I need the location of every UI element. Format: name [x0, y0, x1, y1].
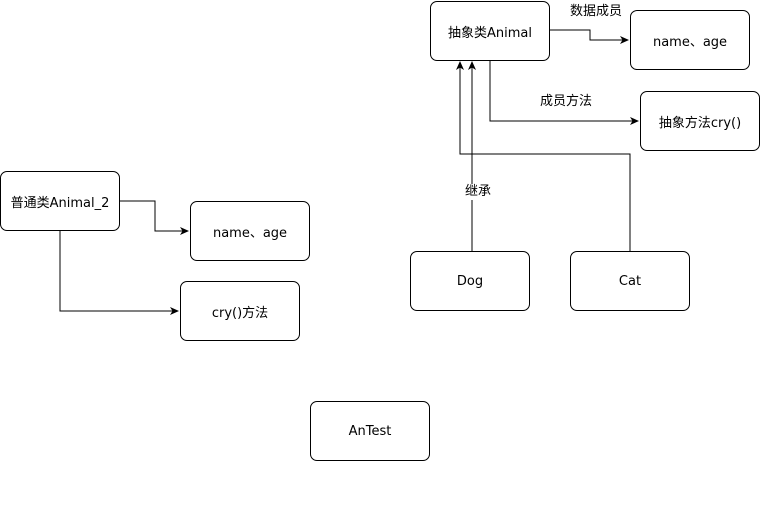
node-antest[interactable]: AnTest: [310, 401, 430, 461]
node-animal-abstract-method[interactable]: 抽象方法cry(): [640, 91, 760, 151]
node-abstract-animal[interactable]: 抽象类Animal: [430, 1, 550, 61]
node-animal2-fields[interactable]: name、age: [190, 201, 310, 261]
edge-animal-to-fields: [550, 29, 629, 44]
label-member-methods: 成员方法: [540, 94, 593, 110]
edge-cat-to-animal: [456, 61, 631, 251]
node-dog[interactable]: Dog: [410, 251, 530, 311]
node-animal2[interactable]: 普通类Animal_2: [0, 171, 120, 231]
edge-animal-to-method: [489, 61, 639, 125]
label-data-members: 数据成员: [570, 4, 623, 20]
node-animal-fields[interactable]: name、age: [630, 10, 750, 70]
label-inherit: 继承: [465, 184, 492, 200]
node-cat[interactable]: Cat: [570, 251, 690, 311]
edge-animal2-to-method: [59, 231, 179, 315]
node-animal2-method[interactable]: cry()方法: [180, 281, 300, 341]
edge-animal2-to-fields: [120, 200, 189, 235]
